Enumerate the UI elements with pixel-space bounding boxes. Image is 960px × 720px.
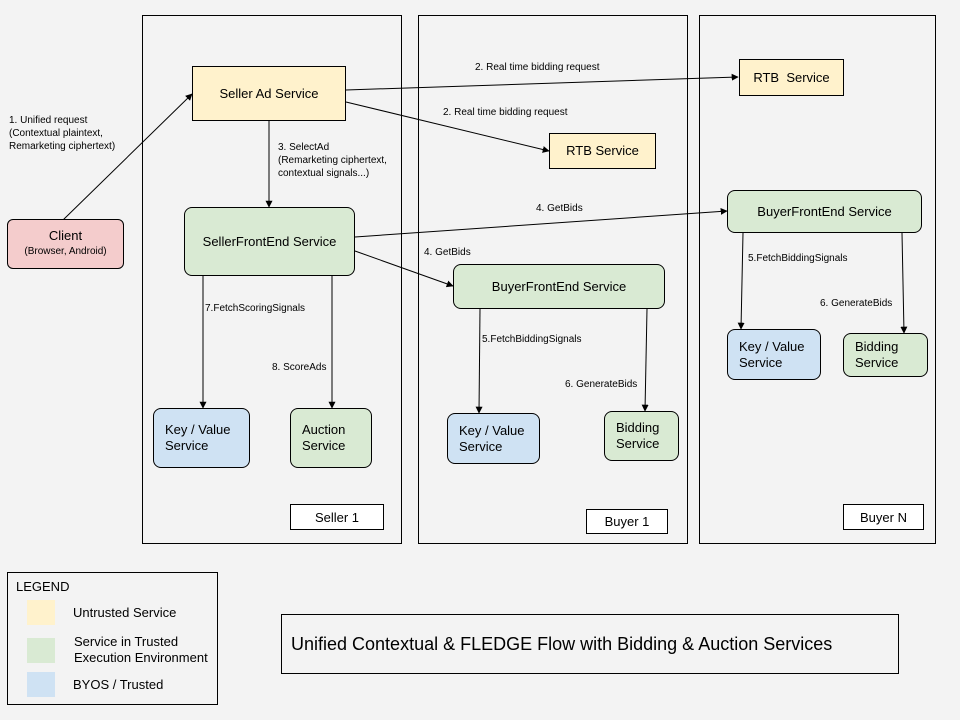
arrow-generate-bids-1 (641, 308, 649, 412)
arrow-rtb-request-n (345, 73, 739, 91)
legend-swatch-untrusted (27, 600, 55, 625)
buyer1-rtb-service: RTB Service (549, 133, 656, 169)
legend: LEGEND Untrusted Service Service in Trus… (7, 572, 218, 705)
auction-service: Auction Service (290, 408, 372, 468)
label-select-ad: 3. SelectAd (Remarketing ciphertext, con… (278, 142, 387, 179)
buyerN-frontend-service: BuyerFrontEnd Service (727, 190, 922, 233)
legend-label-untrusted: Untrusted Service (73, 605, 177, 620)
legend-swatch-byos (27, 672, 55, 697)
buyer1-bidding-service: Bidding Service (604, 411, 679, 461)
buyerN-bidding-service: Bidding Service (843, 333, 928, 377)
arrow-fetch-bidding-n (737, 232, 745, 330)
label-fetch-scoring: 7.FetchScoringSignals (205, 303, 306, 314)
label-unified-request: 1. Unified request (Contextual plaintext… (9, 115, 116, 152)
seller-panel (142, 15, 402, 544)
arrow-unified-request (62, 93, 193, 221)
buyerN-kv-service: Key / Value Service (727, 329, 821, 380)
arrow-generate-bids-n (900, 232, 908, 334)
label-get-bids-1: 4. GetBids (424, 247, 471, 258)
label-score-ads: 8. ScoreAds (272, 362, 327, 373)
buyer1-panel (418, 15, 688, 544)
arrow-fetch-bidding-1 (475, 308, 483, 414)
client-name: Client (48, 228, 83, 243)
buyer1-frontend-service: BuyerFrontEnd Service (453, 264, 665, 309)
label-rtb-request-n: 2. Real time bidding request (475, 62, 600, 73)
label-rtb-request-1: 2. Real time bidding request (443, 107, 568, 118)
seller-kv-service: Key / Value Service (153, 408, 250, 468)
seller-ad-service: Seller Ad Service (192, 66, 346, 121)
buyerN-panel (699, 15, 936, 544)
buyer1-kv-service: Key / Value Service (447, 413, 540, 464)
diagram-title-text: Unified Contextual & FLEDGE Flow with Bi… (291, 633, 833, 654)
label-fetch-bidding-n: 5.FetchBiddingSignals (748, 253, 848, 264)
label-generate-bids-1: 6. GenerateBids (565, 379, 638, 390)
buyerN-rtb-service: RTB Service (739, 59, 844, 96)
label-fetch-bidding-1: 5.FetchBiddingSignals (482, 334, 582, 345)
legend-swatch-trusted-env (27, 638, 55, 663)
seller-frontend-service: SellerFrontEnd Service (184, 207, 355, 276)
arrow-get-bids-n (354, 207, 728, 238)
legend-heading: LEGEND (16, 579, 70, 594)
buyer1-panel-label: Buyer 1 (586, 509, 668, 534)
label-generate-bids-n: 6. GenerateBids (820, 298, 893, 309)
client-sub: (Browser, Android) (24, 246, 107, 257)
buyerN-panel-label: Buyer N (843, 504, 924, 530)
label-get-bids-n: 4. GetBids (536, 203, 583, 214)
seller-panel-label: Seller 1 (290, 504, 384, 530)
client-node: Client (Browser, Android) (7, 219, 124, 269)
legend-label-byos: BYOS / Trusted (73, 677, 164, 692)
diagram-title: Unified Contextual & FLEDGE Flow with Bi… (281, 614, 899, 674)
legend-label-trusted-env: Service in Trusted Execution Environment (74, 634, 208, 665)
arrow-get-bids-1 (354, 250, 454, 288)
arrow-rtb-request-1 (345, 101, 550, 153)
